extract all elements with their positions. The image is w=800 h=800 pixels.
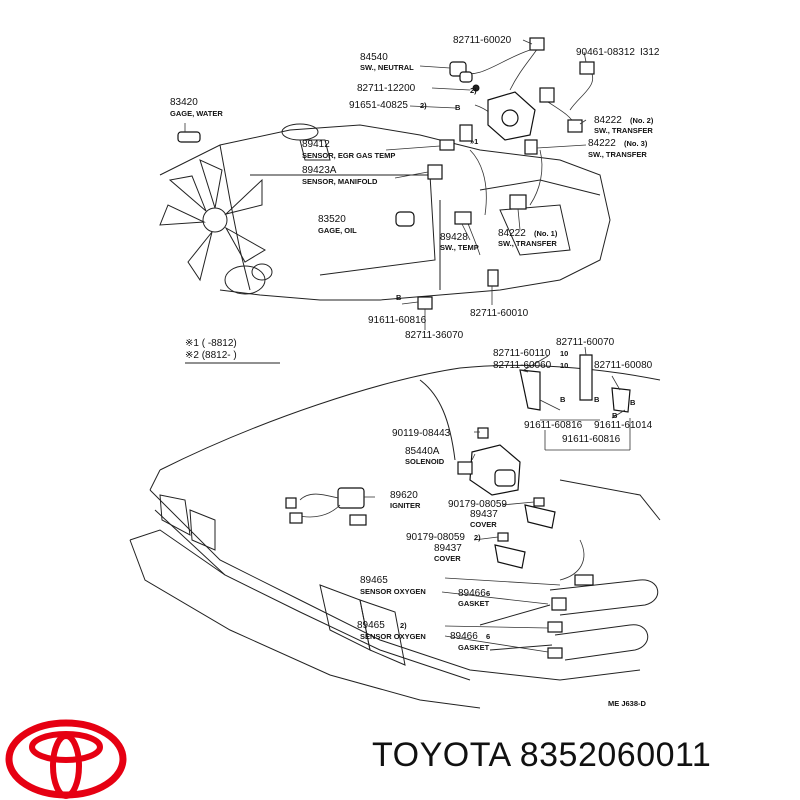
marker-b-1: B	[455, 103, 461, 112]
note-2: ※2 (8812- )	[185, 350, 237, 361]
figure-code: I312	[640, 47, 660, 58]
part-desc-84222-no3: SW., TRANSFER	[588, 150, 647, 159]
part-number-89466-b: 89466	[450, 631, 478, 642]
brand-name: TOYOTA	[372, 736, 510, 774]
part-desc-89466-a: GASKET	[458, 599, 490, 608]
engine-labels: 84540 SW., NEUTRAL 83420 GAGE, WATER 827…	[170, 35, 660, 341]
part-desc-83520: GAGE, OIL	[318, 226, 357, 235]
part-desc-83420: GAGE, WATER	[170, 109, 223, 118]
part-number-89437-a: 89437	[470, 509, 498, 520]
part-number-85440a: 85440A	[405, 446, 440, 457]
part-desc-89620: IGNITER	[390, 501, 421, 510]
car-labels: 82711-60070 82711-60110 82711-60060 10 1…	[357, 337, 653, 708]
diagram-reference: ME J638-D	[608, 699, 647, 708]
part-number-89423a: 89423A	[302, 165, 337, 176]
part-number-90461-08312: 90461-08312	[576, 47, 635, 58]
part-number-89465-b: 89465	[357, 620, 385, 631]
part-number-91611-60816-b: 91611-60816	[524, 420, 583, 431]
part-number-82711-12200: 82711-12200	[357, 83, 416, 94]
part-number-89466-a: 89466	[458, 588, 486, 599]
part-desc-89437-a: COVER	[470, 520, 497, 529]
part-desc-84222-no2: SW., TRANSFER	[594, 126, 653, 135]
part-number-83520: 83520	[318, 214, 346, 225]
marker-6-a: 6	[486, 589, 490, 598]
marker-2-d: 2)	[400, 621, 407, 630]
marker-2-a: 2)	[420, 101, 427, 110]
part-number-82711-60110: 82711-60110	[493, 348, 551, 359]
part-desc-84222-no1: SW., TRANSFER	[498, 239, 557, 248]
part-number-83420: 83420	[170, 97, 198, 108]
part-desc-89423a: SENSOR, MANIFOLD	[302, 177, 378, 186]
part-number-82711-60070: 82711-60070	[556, 337, 615, 348]
part-number-91651-40825: 91651-40825	[349, 100, 408, 111]
part-note-84222-no1: (No. 1)	[534, 229, 558, 238]
part-number-82711-60080: 82711-60080	[594, 360, 653, 371]
part-number-89412: 89412	[302, 139, 330, 150]
part-number-91611-60816-a: 91611-60816	[368, 315, 427, 326]
part-number-84222-no1: 84222	[498, 228, 526, 239]
marker-b-5: B	[630, 398, 636, 407]
part-number-89465-a: 89465	[360, 575, 388, 586]
part-desc-84540: SW., NEUTRAL	[360, 63, 414, 72]
part-desc-89466-b: GASKET	[458, 643, 490, 652]
part-desc-89465-a: SENSOR OXYGEN	[360, 587, 426, 596]
marker-10-b: 10	[560, 361, 568, 370]
part-number-91611-61014: 91611-61014	[594, 420, 653, 431]
part-number-89437-b: 89437	[434, 543, 462, 554]
marker-6-b: 6	[486, 632, 490, 641]
marker-b-4: B	[594, 395, 600, 404]
engine-leaders	[184, 39, 587, 330]
part-number-84222-no3: 84222	[588, 138, 616, 149]
car-leaders	[364, 346, 631, 653]
part-note-84222-no2: (No. 2)	[630, 116, 654, 125]
marker-10-a: 10	[560, 349, 568, 358]
marker-b-2: B	[396, 293, 402, 302]
part-number-82711-36070: 82711-36070	[405, 330, 464, 341]
part-number-82711-60010: 82711-60010	[470, 308, 529, 319]
fan-drawing	[159, 159, 266, 282]
toyota-logo-icon	[5, 719, 127, 799]
part-number-90179-08059-a: 90179-08059	[448, 499, 507, 510]
part-desc-89465-b: SENSOR OXYGEN	[360, 632, 426, 641]
part-number-90179-08059-b: 90179-08059	[406, 532, 465, 543]
part-desc-89412: SENSOR, EGR GAS TEMP	[302, 151, 395, 160]
part-number-84222-no2: 84222	[594, 115, 622, 126]
marker-1-a: »1	[470, 137, 478, 146]
legend-notes: ※1 ( -8812) ※2 (8812- )	[185, 338, 280, 364]
part-number-91611-60816-c: 91611-60816	[562, 434, 621, 445]
part-desc-85440a: SOLENOID	[405, 457, 445, 466]
part-desc-89428: SW., TEMP	[440, 243, 479, 252]
part-note-84222-no3: (No. 3)	[624, 139, 648, 148]
part-number-82711-60020: 82711-60020	[453, 35, 512, 46]
part-number-82711-60060: 82711-60060	[493, 360, 552, 371]
part-number: 8352060011	[519, 736, 712, 774]
marker-b-6: B	[612, 411, 618, 420]
marker-2-c: 2)	[474, 533, 481, 542]
note-1: ※1 ( -8812)	[185, 338, 237, 349]
part-number-89620: 89620	[390, 490, 418, 501]
part-number-90119-08443: 90119-08443	[392, 428, 451, 439]
part-number-84540: 84540	[360, 52, 388, 63]
brand-and-part-number: TOYOTA 8352060011	[372, 736, 711, 775]
car-drawing	[129, 354, 661, 709]
engine-drawing	[159, 37, 611, 310]
marker-2-b: 2)	[470, 86, 477, 95]
part-desc-89437-b: COVER	[434, 554, 461, 563]
part-number-89428: 89428	[440, 232, 468, 243]
marker-b-3: B	[560, 395, 566, 404]
